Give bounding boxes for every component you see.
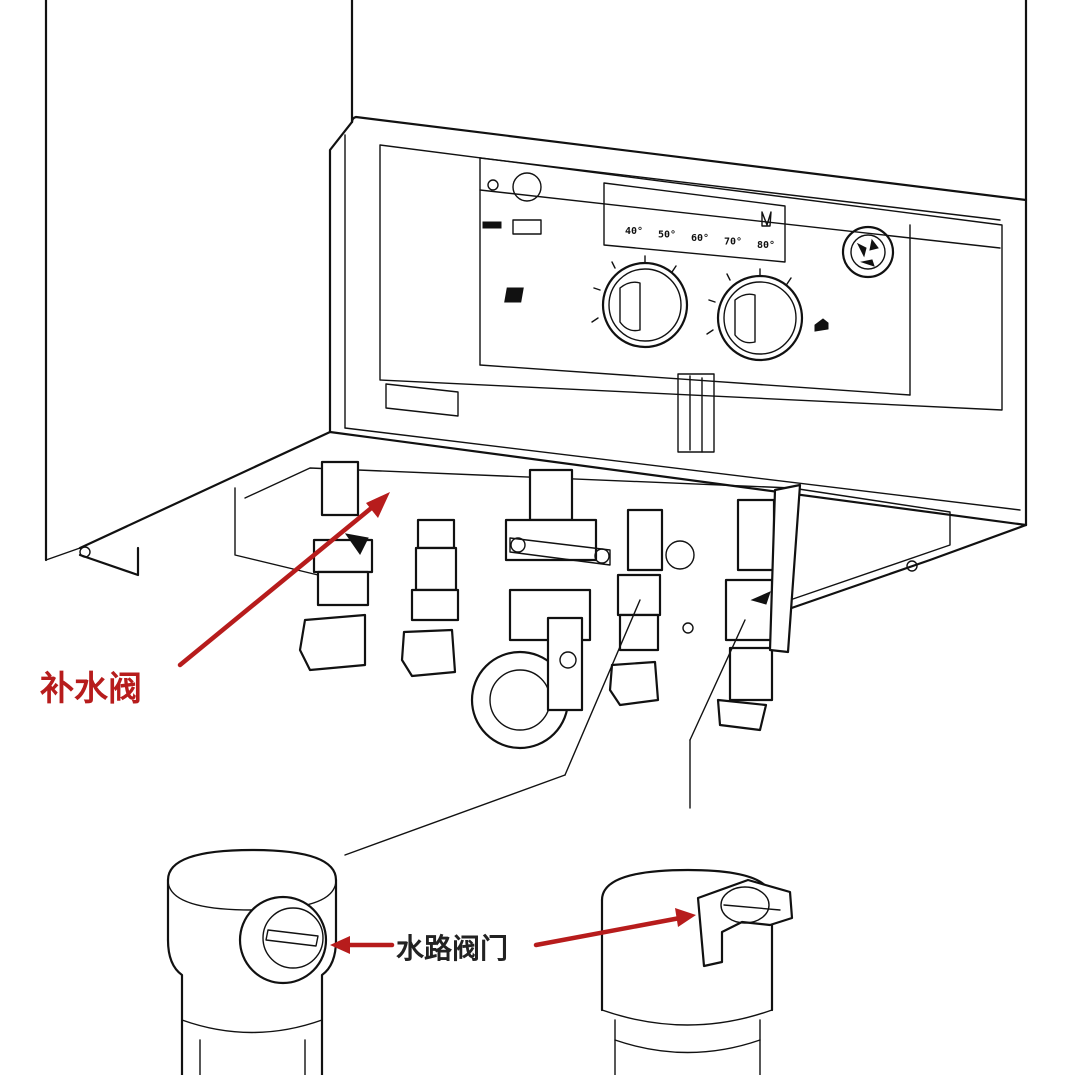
pressure-gauge <box>841 225 895 279</box>
pipe-fittings <box>298 460 802 750</box>
detail-valve-left <box>166 848 338 1075</box>
power-controls <box>482 172 542 235</box>
makeup-valve-label: 补水阀 <box>40 669 142 709</box>
temperature-display: 40° 50° 60° 70° 80° <box>603 182 786 263</box>
name-plate <box>385 373 715 453</box>
boiler-body <box>44 0 1028 562</box>
leader-lines <box>344 599 746 856</box>
temperature-scale: 40° 50° 60° 70° 80° <box>625 226 775 251</box>
detail-valve-right <box>600 868 794 1075</box>
heating-knob <box>504 255 689 349</box>
temperature-mark: 80° <box>757 240 775 251</box>
annotation-arrows <box>177 492 696 954</box>
control-panel-housing <box>328 115 1028 527</box>
bottom-tray <box>78 430 1028 614</box>
temperature-mark: 60° <box>691 233 709 244</box>
temperature-mark: 50° <box>658 230 676 241</box>
temperature-mark: 70° <box>724 237 742 248</box>
temperature-mark: 40° <box>625 226 643 237</box>
hot-water-knob <box>706 268 829 362</box>
water-valves-label: 水路阀门 <box>396 932 508 965</box>
